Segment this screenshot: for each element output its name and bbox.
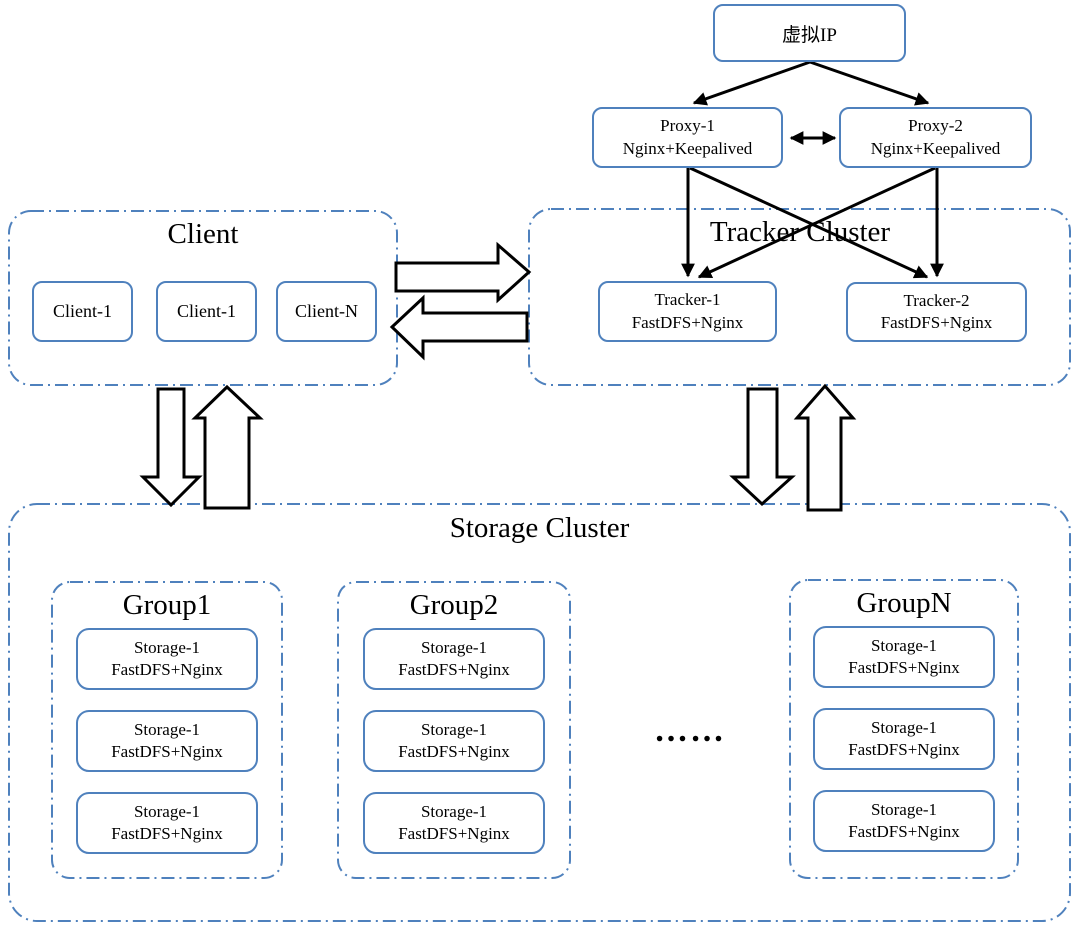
storage-stack: FastDFS+Nginx — [398, 742, 510, 761]
virtual-ip-label: 虚拟IP — [782, 24, 837, 46]
vip-to-proxy2-arrow — [809, 60, 930, 106]
client-cluster-title: Client — [167, 218, 239, 250]
storage-stack: FastDFS+Nginx — [848, 822, 960, 841]
storage-group-1: Group1 Storage-1 FastDFS+Nginx Storage-1… — [52, 582, 282, 878]
proxy-1-stack: Nginx+Keepalived — [622, 138, 753, 158]
storage-group-n: GroupN Storage-1 FastDFS+Nginx Storage-1… — [790, 580, 1018, 878]
group2-storage-node-2: Storage-1 FastDFS+Nginx — [363, 710, 545, 772]
storage-group-2: Group2 Storage-1 FastDFS+Nginx Storage-1… — [338, 582, 570, 878]
group1-storage-node-1: Storage-1 FastDFS+Nginx — [76, 628, 258, 690]
tracker-1-node: Tracker-1 FastDFS+Nginx — [598, 281, 777, 342]
client-node-3: Client-N — [276, 281, 377, 342]
group1-storage-node-3: Storage-1 FastDFS+Nginx — [76, 792, 258, 854]
client-to-tracker-block-arrow — [394, 241, 532, 304]
client-node-1: Client-1 — [32, 281, 133, 342]
storage-to-client-up-arrow — [191, 384, 264, 510]
tracker-2-name: Tracker-2 — [903, 290, 970, 310]
group2-storage-node-3: Storage-1 FastDFS+Nginx — [363, 792, 545, 854]
virtual-ip-node: 虚拟IP — [713, 4, 906, 62]
client-node-2-label: Client-1 — [177, 301, 236, 321]
client-node-1-label: Client-1 — [53, 301, 112, 321]
storage-stack: FastDFS+Nginx — [848, 740, 960, 759]
client-to-storage-down-arrow — [139, 387, 203, 508]
storage-name: Storage-1 — [870, 799, 938, 819]
tracker-2-stack: FastDFS+Nginx — [880, 313, 993, 332]
storage-name: Storage-1 — [870, 635, 938, 655]
group1-storage-node-2: Storage-1 FastDFS+Nginx — [76, 710, 258, 772]
storage-stack: FastDFS+Nginx — [111, 824, 223, 843]
proxy-1-node: Proxy-1 Nginx+Keepalived — [592, 107, 783, 168]
group-1-title: Group1 — [122, 589, 212, 621]
group-n-title: GroupN — [856, 587, 952, 619]
tracker-to-client-block-arrow — [389, 294, 529, 361]
more-groups-ellipsis: …… — [654, 712, 726, 749]
storage-stack: FastDFS+Nginx — [848, 658, 960, 677]
storage-stack: FastDFS+Nginx — [111, 660, 223, 679]
storage-name: Storage-1 — [133, 719, 201, 739]
client-node-3-label: Client-N — [295, 301, 358, 321]
storage-stack: FastDFS+Nginx — [398, 824, 510, 843]
vip-to-proxy1-arrow — [692, 60, 811, 106]
groupn-storage-node-2: Storage-1 FastDFS+Nginx — [813, 708, 995, 770]
storage-name: Storage-1 — [133, 801, 201, 821]
tracker-cluster-title: Tracker Cluster — [709, 216, 891, 248]
tracker-1-name: Tracker-1 — [654, 290, 721, 310]
proxy-1-name: Proxy-1 — [660, 116, 715, 136]
storage-cluster-title: Storage Cluster — [449, 512, 630, 544]
proxy-2-name: Proxy-2 — [908, 116, 963, 136]
storage-name: Storage-1 — [420, 719, 488, 739]
tracker-to-storage-down-arrow — [729, 387, 796, 507]
tracker-2-node: Tracker-2 FastDFS+Nginx — [846, 282, 1027, 342]
client-node-2: Client-1 — [156, 281, 257, 342]
storage-name: Storage-1 — [133, 637, 201, 657]
proxy-2-node: Proxy-2 Nginx+Keepalived — [839, 107, 1032, 168]
group2-storage-node-1: Storage-1 FastDFS+Nginx — [363, 628, 545, 690]
storage-name: Storage-1 — [870, 717, 938, 737]
tracker-1-stack: FastDFS+Nginx — [631, 312, 744, 332]
groupn-storage-node-3: Storage-1 FastDFS+Nginx — [813, 790, 995, 852]
storage-name: Storage-1 — [420, 801, 488, 821]
group-2-title: Group2 — [409, 589, 499, 621]
groupn-storage-node-1: Storage-1 FastDFS+Nginx — [813, 626, 995, 688]
storage-stack: FastDFS+Nginx — [111, 742, 223, 761]
storage-name: Storage-1 — [420, 637, 488, 657]
storage-to-tracker-up-arrow — [793, 383, 857, 512]
storage-stack: FastDFS+Nginx — [398, 660, 510, 679]
proxy-2-stack: Nginx+Keepalived — [870, 138, 1001, 158]
